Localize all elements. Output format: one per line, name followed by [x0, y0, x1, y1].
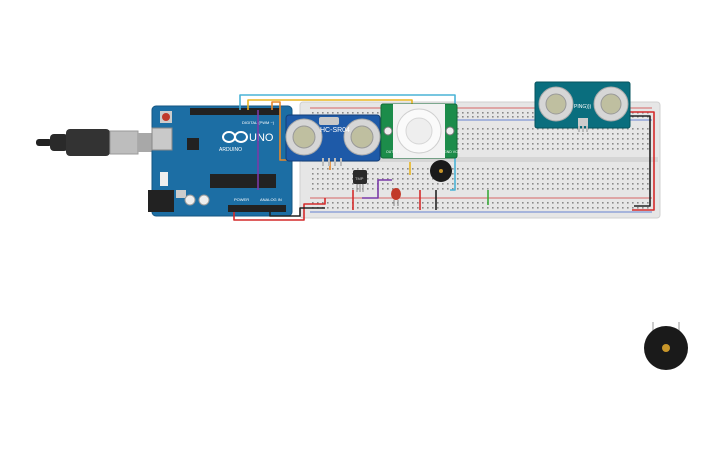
power-label: POWER: [234, 197, 249, 202]
digital-header: [190, 108, 280, 115]
analog-label: ANALOG IN: [260, 197, 282, 202]
board-model-label: UNO: [249, 132, 274, 144]
power-analog-header: [228, 205, 286, 212]
pir-left-label: OUTPUT: [386, 150, 401, 154]
red-led[interactable]: [391, 188, 401, 206]
ping-right-eye: [593, 86, 629, 122]
pir-right-label: GND VCC: [444, 150, 461, 154]
reset-button[interactable]: [162, 113, 170, 121]
wire-black-bottom: [269, 207, 325, 217]
ping-left-eye: [538, 86, 574, 122]
wire-red-right: [628, 111, 655, 211]
brand-label: ARDUINO: [219, 147, 242, 153]
ping-label: PING))): [574, 104, 592, 110]
arduino-logo: [222, 131, 248, 143]
wire-red-bottom: [233, 198, 326, 221]
temperature-sensor[interactable]: TMP: [353, 170, 367, 192]
receiver-eye: [343, 118, 381, 156]
wire-purple-2: [362, 179, 392, 199]
transmitter-eye: [285, 118, 323, 156]
hc-sr04-label: HC-SR04: [320, 127, 350, 134]
usb-cable: [36, 129, 152, 156]
hc-sr04-sensor[interactable]: HC-SR04: [285, 114, 381, 166]
breadboard-buzzer[interactable]: [430, 160, 452, 182]
wire-cyan: [239, 94, 456, 191]
wire-black-right: [622, 115, 651, 207]
loose-buzzer[interactable]: [644, 322, 688, 370]
pir-sensor[interactable]: OUTPUT GND VCC: [380, 103, 461, 159]
arduino-uno-board[interactable]: UNO ARDUINO DIGITAL (PWM ~) POWER ANALOG…: [148, 105, 293, 217]
atmega-chip: [210, 174, 276, 188]
tmp-label: TMP: [355, 176, 364, 181]
ping-sensor[interactable]: PING))): [534, 81, 631, 132]
